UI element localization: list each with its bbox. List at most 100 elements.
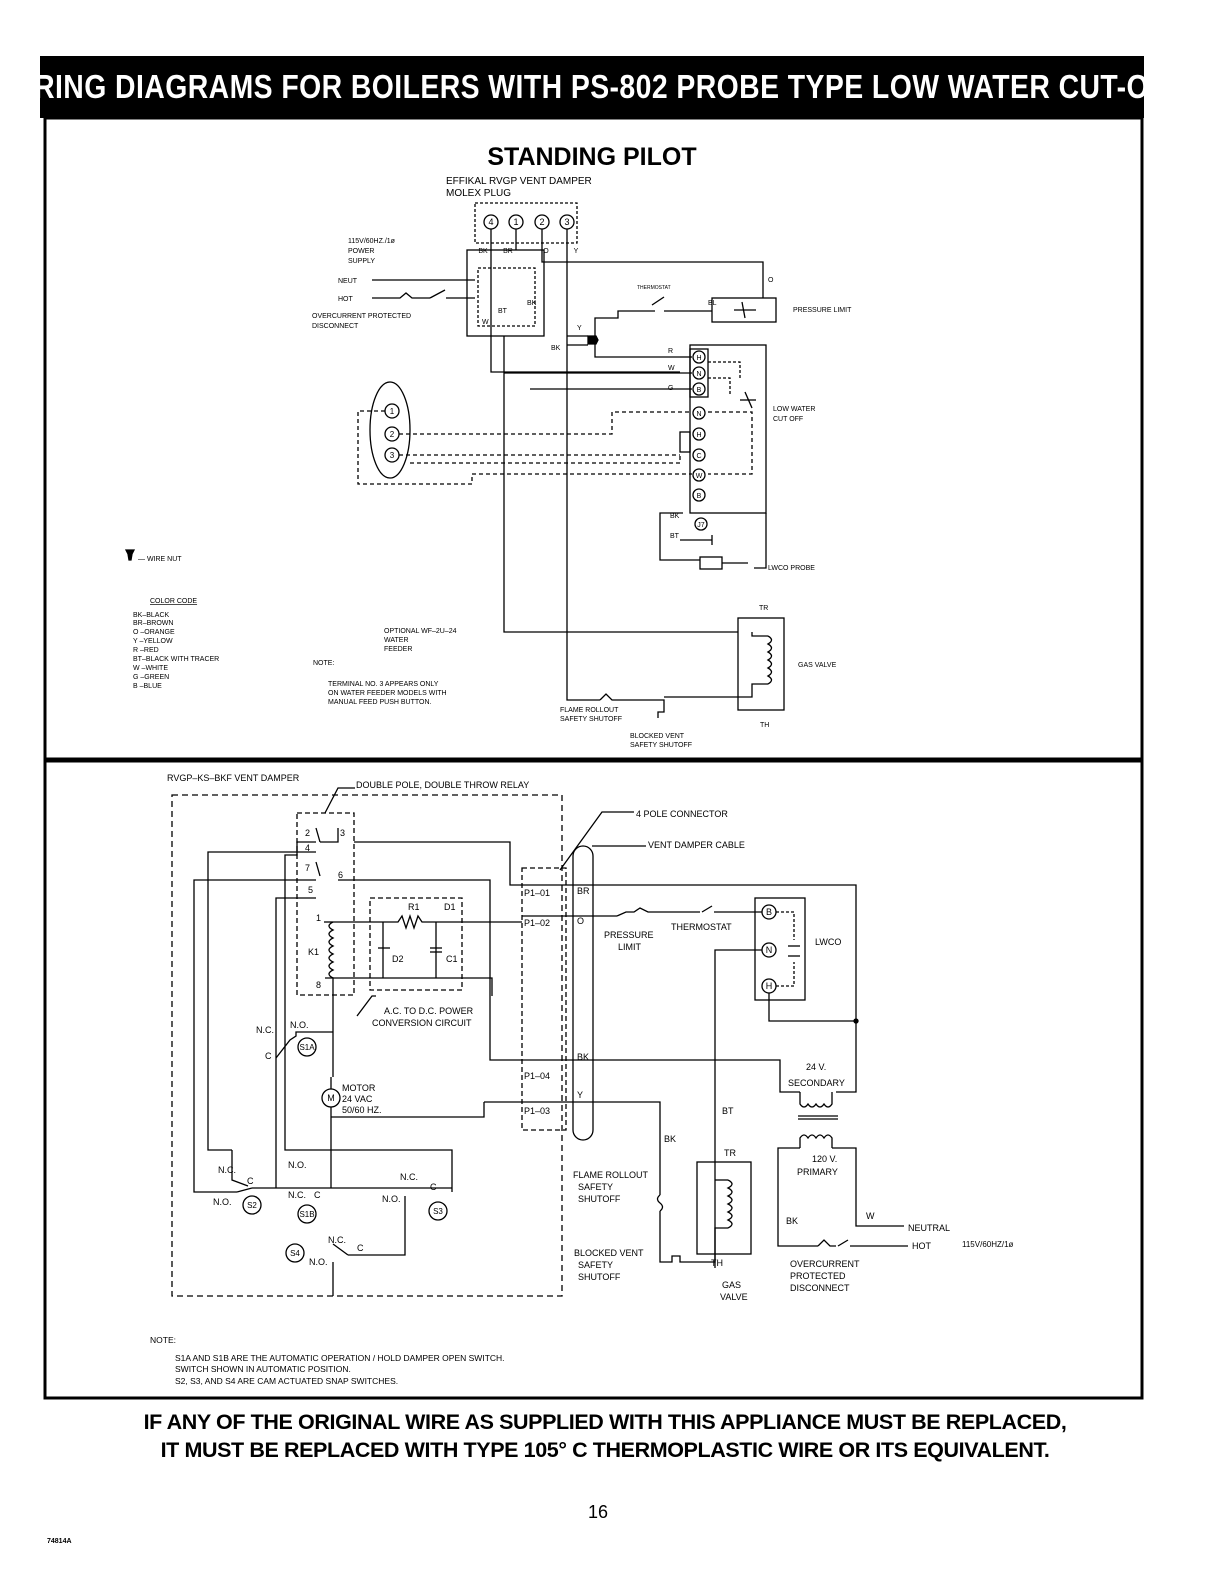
wire-nut-icon bbox=[124, 549, 136, 561]
color-code-item: BR–BROWN bbox=[133, 620, 173, 627]
cable-label: VENT DAMPER CABLE bbox=[648, 840, 745, 850]
s1b-c: C bbox=[314, 1190, 321, 1200]
plug-pin-label: 3 bbox=[564, 217, 569, 227]
power-label: POWER bbox=[348, 248, 374, 255]
s4-no: N.O. bbox=[309, 1257, 328, 1267]
s2-contact bbox=[236, 1187, 253, 1193]
wire-o-label: O bbox=[768, 277, 774, 284]
tr-label: TR bbox=[759, 605, 768, 612]
pressure-contact bbox=[741, 301, 746, 319]
s1a-contact bbox=[275, 1031, 333, 1059]
th-label: TH bbox=[711, 1258, 723, 1268]
pressure-limit-switch bbox=[616, 907, 700, 917]
s2-nc-wire bbox=[231, 1150, 249, 1187]
s1b-switch bbox=[297, 1204, 317, 1224]
feeder-wire-3b bbox=[410, 456, 681, 464]
lwco-label: CUT OFF bbox=[773, 416, 803, 423]
s3-nc: N.C. bbox=[400, 1172, 418, 1182]
flame-rollout-label: SAFETY SHUTOFF bbox=[560, 716, 622, 723]
primary-wire-neutral bbox=[832, 1147, 904, 1227]
plug-pin-label: 4 bbox=[488, 217, 493, 227]
relay-terminal: 4 bbox=[305, 843, 310, 853]
bottom-note-line: S2, S3, AND S4 ARE CAM ACTUATED SNAP SWI… bbox=[175, 1376, 398, 1386]
relay-wire-5 bbox=[275, 897, 316, 1188]
color-code-item: Y –YELLOW bbox=[133, 638, 173, 645]
oc-label: DISCONNECT bbox=[790, 1283, 850, 1293]
gas-valve-lead bbox=[697, 1227, 728, 1263]
plug-pin-label: 1 bbox=[513, 217, 518, 227]
feeder-pin-label: 2 bbox=[390, 430, 395, 439]
thermostat-label: THERMOSTAT bbox=[671, 922, 732, 932]
wire-nut bbox=[587, 335, 599, 345]
lwco-terminal-label: H bbox=[766, 981, 773, 991]
relay-wire-4 bbox=[284, 841, 453, 1192]
acdc-label: CONVERSION CIRCUIT bbox=[372, 1018, 472, 1028]
feeder-wire-1 bbox=[357, 410, 692, 485]
wire-bt2-label: BT bbox=[670, 533, 680, 540]
blocked-vent-switch bbox=[657, 699, 665, 718]
page-title: WIRING DIAGRAMS FOR BOILERS WITH PS-802 … bbox=[0, 68, 1186, 105]
th-label: TH bbox=[760, 722, 769, 729]
s4-contact bbox=[332, 1243, 349, 1256]
neutral-label: NEUTRAL bbox=[908, 1223, 950, 1233]
primary-wire-hot bbox=[777, 1147, 818, 1247]
wire-r-label: R bbox=[668, 348, 673, 355]
acdc-box bbox=[369, 897, 463, 991]
bk-label: BK bbox=[577, 1052, 589, 1062]
lwco-terminal bbox=[692, 448, 706, 462]
secondary-label: 24 V. bbox=[806, 1062, 826, 1072]
wire-bk2-label: BK bbox=[670, 513, 680, 520]
color-code-item: B –BLUE bbox=[133, 683, 162, 690]
optional-feeder-label: OPTIONAL WF–2U–24 bbox=[384, 628, 457, 635]
flame-label: SHUTOFF bbox=[578, 1194, 621, 1204]
bottom-note-label: NOTE: bbox=[150, 1335, 176, 1345]
acdc-return bbox=[333, 977, 493, 996]
four-pole-connector bbox=[521, 867, 567, 1131]
wire-label: BK bbox=[478, 248, 488, 255]
tr-label: TR bbox=[724, 1148, 736, 1158]
wire-o bbox=[541, 229, 764, 298]
wire-bk-label: BK bbox=[551, 345, 561, 352]
power-label: SUPPLY bbox=[348, 258, 375, 265]
lwco-internal bbox=[708, 361, 741, 380]
s1a-label: S1A bbox=[299, 1043, 315, 1052]
flame-rollout-label: FLAME ROLLOUT bbox=[560, 707, 619, 714]
vent-damper-diagram: RVGP–KS–BKF VENT DAMPER DOUBLE POLE, DOU… bbox=[150, 773, 1014, 1386]
relay-contact bbox=[315, 861, 321, 877]
k1-coil bbox=[328, 921, 335, 979]
s1b-nc: N.C. bbox=[288, 1190, 306, 1200]
lwco-terminal bbox=[692, 488, 706, 502]
bt-label: BT bbox=[722, 1106, 734, 1116]
lwco-terminal-label: B bbox=[766, 907, 772, 917]
feeder-internal bbox=[708, 411, 753, 475]
flame-rollout-switch bbox=[656, 1194, 664, 1212]
feeder-connector bbox=[369, 381, 411, 479]
s4-switch bbox=[285, 1243, 305, 1263]
relay-wire-7 bbox=[193, 879, 316, 1193]
gas-valve-lead bbox=[751, 632, 768, 637]
pressure-limit-label: PRESSURE LIMIT bbox=[793, 307, 852, 314]
footer-warning-line-1: IF ANY OF THE ORIGINAL WIRE AS SUPPLIED … bbox=[143, 1410, 1067, 1434]
lwco-terminal-label: N bbox=[696, 371, 701, 378]
s4-nc: N.C. bbox=[328, 1235, 346, 1245]
lwco-box bbox=[689, 344, 767, 514]
r1-resistor bbox=[333, 913, 522, 931]
relay-label: DOUBLE POLE, DOUBLE THROW RELAY bbox=[356, 780, 529, 790]
wire-y bbox=[566, 229, 600, 701]
wire-nut-legend: — WIRE NUT bbox=[138, 556, 182, 563]
lwco-jumper bbox=[679, 431, 691, 453]
p1-02-label: P1–02 bbox=[524, 918, 550, 928]
relay-w-label: W bbox=[482, 319, 489, 326]
gas-valve-label: VALVE bbox=[720, 1292, 748, 1302]
c-label: C bbox=[265, 1051, 272, 1061]
c1-label: C1 bbox=[446, 954, 458, 964]
color-code-item: W –WHITE bbox=[133, 665, 168, 672]
relay-box bbox=[296, 812, 355, 996]
relay-contact bbox=[315, 827, 321, 843]
lwco-internal bbox=[776, 911, 795, 940]
lwco-internal bbox=[708, 377, 731, 395]
hot-label: HOT bbox=[912, 1241, 932, 1251]
wire-label: O bbox=[543, 248, 549, 255]
lwco-terminal bbox=[692, 427, 706, 441]
flame-label: SAFETY bbox=[578, 1182, 613, 1192]
